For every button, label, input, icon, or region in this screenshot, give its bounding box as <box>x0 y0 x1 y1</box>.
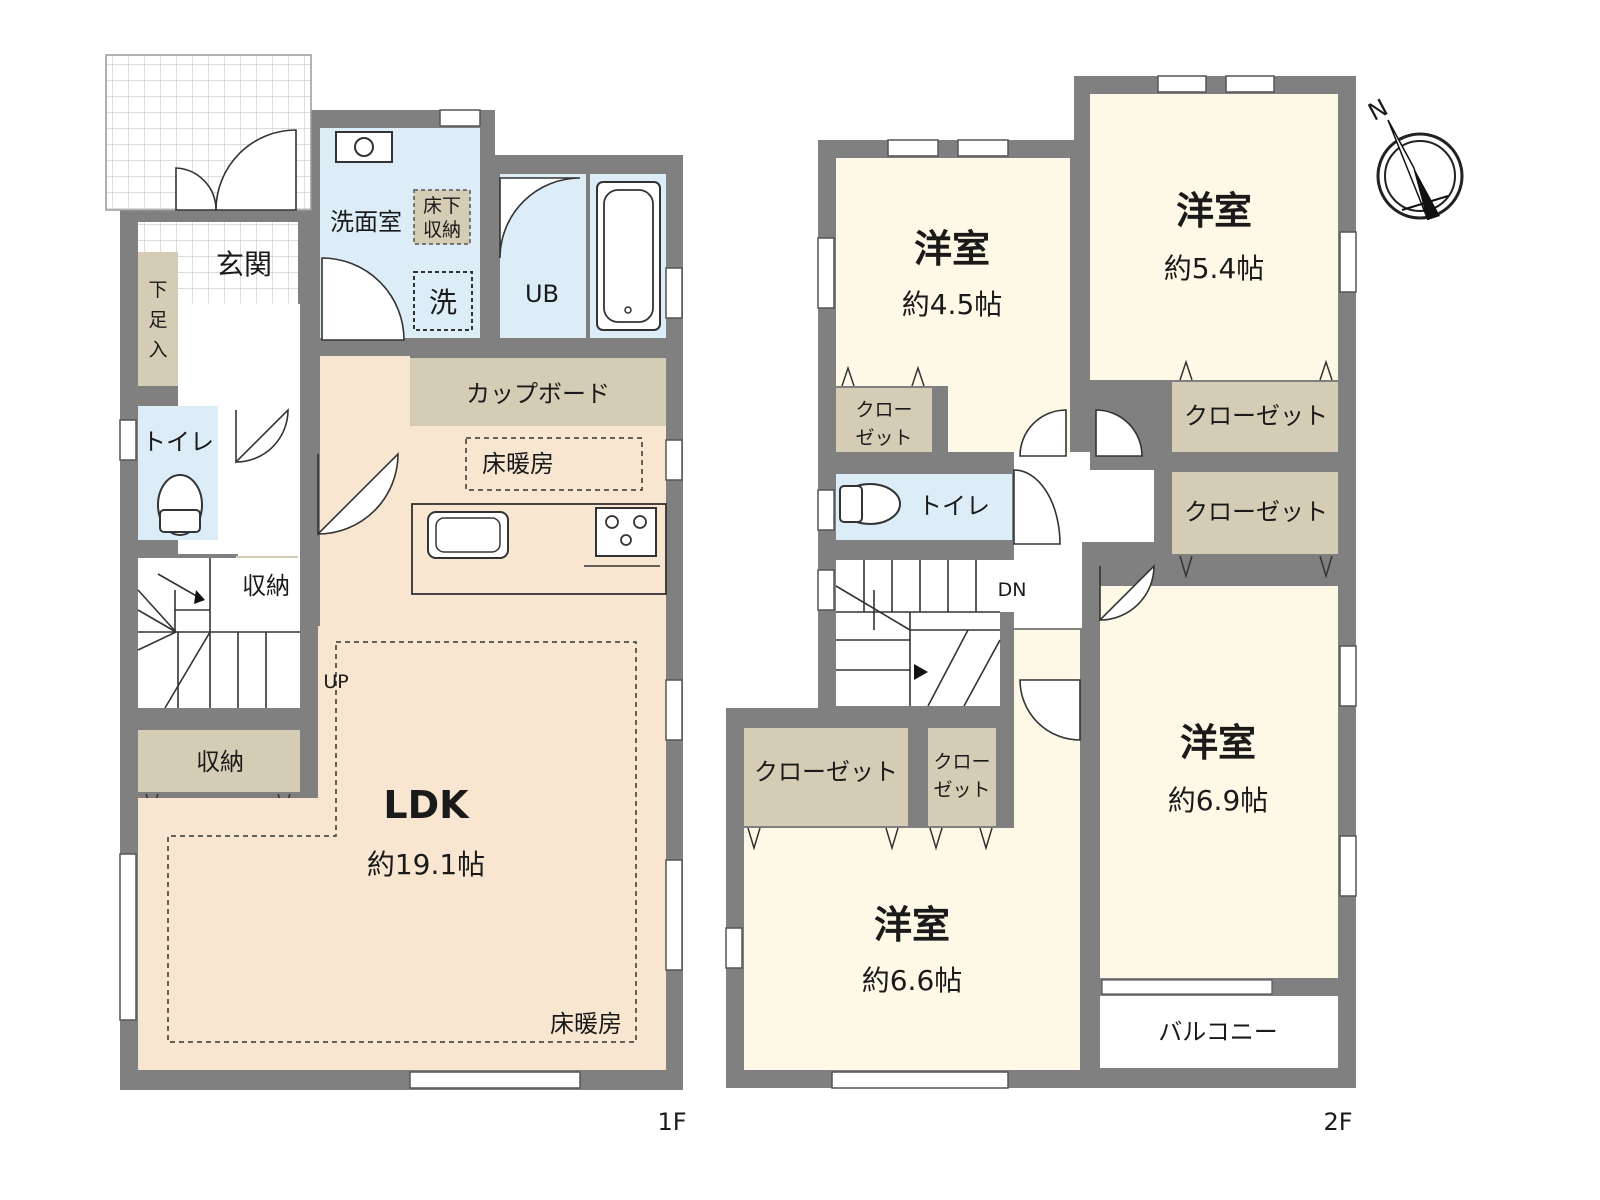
balcony-window <box>1101 979 1273 995</box>
ldk-label: LDK <box>383 783 470 827</box>
sink-inner <box>435 517 501 553</box>
closet-room-a <box>836 388 932 452</box>
floor-1: LDK 約19.1帖 カップボード 床暖房 床暖房 洗面室 床下 収納 洗 UB… <box>105 54 687 1136</box>
room-d-size: 約6.6帖 <box>862 964 963 997</box>
underfloor-storage-line2: 収納 <box>423 219 461 241</box>
closet-room-c <box>1172 472 1338 554</box>
floor-2-label: 2F <box>1323 1108 1352 1136</box>
closet-room-d-large <box>744 728 908 826</box>
stairs-up-label: UP <box>323 671 348 693</box>
closet-room-b <box>1172 382 1338 452</box>
closet-room-a-line1: クロー <box>855 399 912 421</box>
shoe-storage-char-2: 足 <box>148 309 167 331</box>
room-c-label: 洋室 <box>1180 721 1256 765</box>
toilet-label-2f: トイレ <box>918 492 990 520</box>
compass-needle-tail-icon <box>1387 119 1429 221</box>
room-a-size: 約4.5帖 <box>902 288 1003 321</box>
shoe-storage-char-1: 下 <box>148 279 167 301</box>
washbasin <box>335 131 393 163</box>
cupboard-label: カップボード <box>466 380 610 408</box>
stairs-2f <box>836 560 1014 706</box>
room-a-label: 洋室 <box>914 227 990 271</box>
bath-label: UB <box>525 280 559 308</box>
stairs-2f-arrow-icon <box>914 664 928 680</box>
floor-heating-label-1: 床暖房 <box>482 450 554 478</box>
washbasin-drain-icon <box>354 137 374 157</box>
washer-space <box>413 271 473 331</box>
room-b-size: 約5.4帖 <box>1164 252 1265 285</box>
cupboard <box>410 358 666 426</box>
closet-room-a-line2: ゼット <box>855 427 912 449</box>
windows-2f <box>725 75 1357 1089</box>
toilet-label-1f: トイレ <box>142 428 214 456</box>
room-b <box>1090 94 1338 380</box>
washer-label: 洗 <box>429 286 457 319</box>
room-b-label: 洋室 <box>1176 189 1252 233</box>
doors-1f <box>175 129 581 536</box>
room-d-label: 洋室 <box>874 903 950 947</box>
bathtub-drain-icon <box>624 306 632 314</box>
room-c-size: 約6.9帖 <box>1168 784 1269 817</box>
compass-cross <box>1401 195 1449 211</box>
stove-icon <box>595 507 657 557</box>
ldk-size: 約19.1帖 <box>367 848 485 881</box>
storage-large <box>138 730 300 792</box>
floor-1-label: 1F <box>657 1108 686 1136</box>
balcony <box>1100 996 1338 1068</box>
stairs-down-label: DN <box>998 579 1027 601</box>
closet-room-c-label: クローゼット <box>1184 498 1328 526</box>
closet-room-d-small-line1: クロー <box>933 751 990 773</box>
stairs-2f-treads <box>835 560 1001 707</box>
room-c <box>1100 586 1338 978</box>
closet-room-d-small <box>928 728 996 826</box>
windows-1f <box>119 109 683 1089</box>
washroom-label: 洗面室 <box>330 208 402 236</box>
compass-inner-ring <box>1384 140 1456 212</box>
stairs-1f-arrow-icon <box>194 590 205 604</box>
closet-door-markers-2f <box>747 359 1333 851</box>
toilet-seat-icon <box>159 509 201 533</box>
room-a <box>836 158 1070 452</box>
underfloor-storage-line1: 床下 <box>423 195 461 217</box>
compass: N <box>1364 93 1464 221</box>
entrance-label: 玄関 <box>216 248 272 281</box>
stove-burners <box>605 515 647 546</box>
floor-heating-area-1 <box>465 437 643 491</box>
floor-heating-area-2 <box>167 641 637 1043</box>
compass-ring <box>1376 132 1464 220</box>
floor-2: 洋室 約4.5帖 洋室 約5.4帖 洋室 約6.9帖 洋室 約6.6帖 クロー … <box>725 75 1357 1136</box>
storage-large-label: 収納 <box>196 748 244 776</box>
underfloor-storage <box>413 189 471 245</box>
toilet-tank-2f-icon <box>839 485 863 523</box>
balcony-label: バルコニー <box>1158 1018 1278 1046</box>
doors-2f <box>1013 409 1155 741</box>
closet-room-d-small-line2: ゼット <box>933 779 990 801</box>
floor-heating-label-2: 床暖房 <box>550 1010 622 1038</box>
stairs-1f <box>138 558 300 708</box>
stairs-1f-treads <box>137 558 300 709</box>
storage-small-label: 収納 <box>242 572 290 600</box>
shoe-storage-char-3: 入 <box>148 339 167 361</box>
closet-room-d-large-label: クローゼット <box>754 758 898 786</box>
shoe-storage <box>138 252 178 386</box>
closet-room-b-label: クローゼット <box>1184 402 1328 430</box>
bathtub-inner <box>603 189 654 323</box>
room-d <box>744 630 1080 1070</box>
